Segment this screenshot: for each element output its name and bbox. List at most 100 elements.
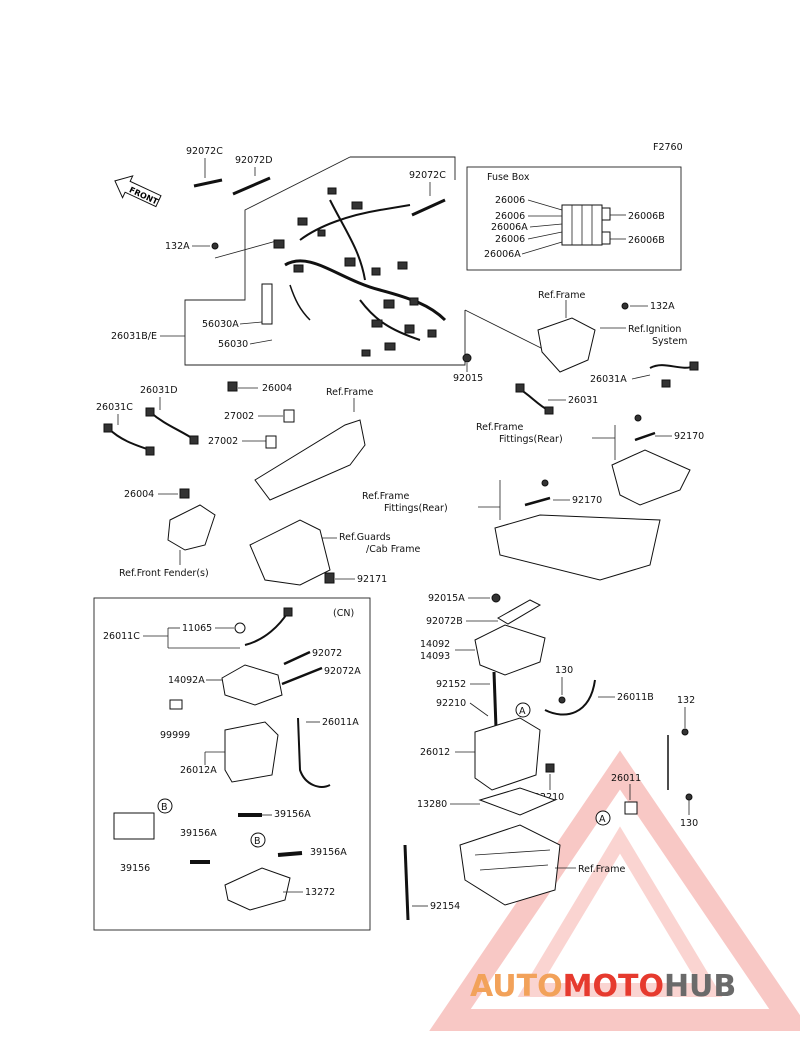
clip-92015	[462, 353, 472, 363]
label-99999: 99999	[160, 730, 190, 741]
ref-fittings-a1: Ref.Frame	[476, 422, 523, 433]
cable-tie-92072C-b	[411, 198, 446, 217]
ref-front-fender: Ref.Front Fender(s)	[119, 568, 209, 579]
harness-box	[184, 156, 466, 366]
label-26031: 26031	[568, 395, 598, 406]
rod-92154	[403, 844, 410, 921]
label-92210-a: 92210	[436, 698, 466, 709]
fittings-rear-a	[611, 449, 691, 506]
callout-a2-label: A	[599, 814, 606, 825]
cable-26011B	[544, 679, 596, 716]
rod-92152	[492, 671, 498, 729]
relay-27002-b	[265, 435, 277, 449]
ref-guards-2: /Cab Frame	[366, 544, 420, 555]
sub-harness-26031A	[649, 364, 696, 369]
bolt-130-a	[558, 696, 566, 704]
callout-a1-label: A	[519, 706, 526, 717]
battery-26012A	[224, 721, 279, 783]
front-fender-bracket	[167, 504, 216, 551]
fuse-box-frame	[466, 166, 682, 271]
label-92072D: 92072D	[235, 155, 273, 166]
label-26011: 26011	[611, 773, 641, 784]
bolt-132A-right	[621, 302, 629, 310]
label-92154: 92154	[430, 901, 460, 912]
bolt-132A-left	[211, 242, 219, 250]
label-92152: 92152	[436, 679, 466, 690]
relay-27002-a	[283, 409, 295, 423]
watermark-moto: MOTO	[563, 969, 664, 1004]
fuse-box-block	[561, 204, 611, 246]
main-wiring-harness	[273, 187, 447, 357]
battery-tray-13272	[224, 867, 291, 911]
ref-fittings-a2: Fittings(Rear)	[499, 434, 563, 445]
fuse-left-1: 26006	[495, 195, 525, 206]
label-26011B: 26011B	[617, 692, 654, 703]
cable-26011C	[244, 611, 289, 646]
label-26031C: 26031C	[96, 402, 133, 413]
battery-cover-14092A	[221, 664, 283, 706]
callout-b1-label: B	[161, 802, 168, 813]
label-92072C-b: 92072C	[409, 170, 446, 181]
label-13272: 13272	[305, 887, 335, 898]
label-27002-a: 27002	[224, 411, 254, 422]
clip-92170-a	[634, 431, 656, 442]
label-14092A: 14092A	[168, 675, 205, 686]
fuse-right-1: 26006B	[628, 211, 665, 222]
label-92072B: 92072B	[426, 616, 463, 627]
clip-92015A	[491, 593, 501, 603]
callout-b2-label: B	[254, 836, 261, 847]
ref-fittings-b2: Fittings(Rear)	[384, 503, 448, 514]
label-26011A: 26011A	[322, 717, 359, 728]
label-26012A: 26012A	[180, 765, 217, 776]
ref-guards-1: Ref.Guards	[339, 532, 391, 543]
label-92072C-a: 92072C	[186, 146, 223, 157]
label-11065: 11065	[182, 623, 212, 634]
fuse-right-2: 26006B	[628, 235, 665, 246]
label-13280: 13280	[417, 799, 447, 810]
battery-26012	[474, 717, 541, 791]
cable-tie-92072C	[193, 178, 223, 188]
label-26012: 26012	[420, 747, 450, 758]
cable-tie-92072D	[232, 176, 271, 196]
clip-26004-a	[227, 381, 238, 392]
bolt-132	[681, 728, 689, 736]
ref-ignition-2: System	[652, 336, 687, 347]
bolt-130-b	[685, 793, 693, 801]
inset-cn-frame	[93, 597, 371, 931]
harness-box-top	[350, 156, 456, 180]
nut-92210-b	[545, 763, 555, 773]
label-56030: 56030	[218, 339, 248, 350]
figure-code: F2760	[653, 142, 683, 153]
strap-92072	[283, 650, 311, 666]
label-14092: 14092	[420, 639, 450, 650]
label-92170-b: 92170	[572, 495, 602, 506]
front-arrow-icon: FRONT	[114, 175, 162, 208]
label-130-a: 130	[555, 665, 573, 676]
label-26004-a: 26004	[262, 383, 292, 394]
battery-cover-14092	[474, 624, 546, 676]
label-92072A: 92072A	[324, 666, 361, 677]
watermark-hub: HUB	[664, 969, 736, 1004]
battery-mat-13280	[478, 787, 557, 816]
label-26031D: 26031D	[140, 385, 178, 396]
label-14093: 14093	[420, 651, 450, 662]
ref-frame-top: Ref.Frame	[538, 290, 585, 301]
frame-member-mid	[254, 419, 366, 501]
callout-b1	[157, 798, 173, 814]
fuse-left-2: 26006	[495, 211, 525, 222]
fuse-left-4: 26006	[495, 234, 525, 245]
label-92015: 92015	[453, 373, 483, 384]
watermark-auto: AUTO	[470, 969, 563, 1004]
ref-frame-bottom: Ref.Frame	[578, 864, 625, 875]
ref-ignition-1: Ref.Ignition	[628, 324, 681, 335]
label-27002-b: 27002	[208, 436, 238, 447]
ref-fittings-b1: Ref.Frame	[362, 491, 409, 502]
fittings-rear-b	[494, 514, 661, 581]
sticker-99999	[169, 699, 183, 710]
sub-harness-26031C	[107, 427, 151, 451]
strap-92072B	[497, 599, 542, 625]
label-92170-a: 92170	[674, 431, 704, 442]
cable-26011A	[297, 717, 331, 788]
callout-b2	[250, 832, 266, 848]
strap-92072A	[281, 666, 323, 686]
